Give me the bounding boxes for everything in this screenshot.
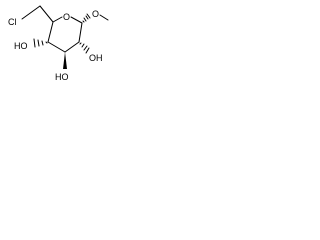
atom-label-ring-oxygen: O	[63, 12, 70, 22]
atom-label-methoxy-oxygen: O	[92, 9, 99, 19]
bond-c5-c6	[39, 5, 54, 23]
hashed-bond-c1-o1	[82, 13, 91, 23]
bond-c2-c3	[64, 41, 80, 53]
structure-diagram: O O Cl HO HO OH	[8, 5, 109, 82]
wedge-bond-c3-o3	[63, 52, 67, 69]
bond-o5-c1	[70, 16, 83, 24]
bond-c1-c2	[78, 22, 83, 43]
atom-label-hydroxyl-2: OH	[89, 53, 103, 63]
hashed-bond-c4-o4	[33, 38, 48, 48]
atom-label-hydroxyl-4: HO	[14, 41, 28, 51]
hashed-bond-c2-o2	[79, 42, 90, 54]
bond-c4-c5	[47, 21, 54, 43]
bond-c5-o5	[52, 16, 63, 23]
bond-o1-methyl	[99, 14, 109, 21]
bond-c6-cl	[21, 5, 41, 20]
atom-label-chloro: Cl	[8, 17, 17, 27]
bond-c3-c4	[47, 41, 66, 53]
atom-label-hydroxyl-3: HO	[55, 72, 69, 82]
